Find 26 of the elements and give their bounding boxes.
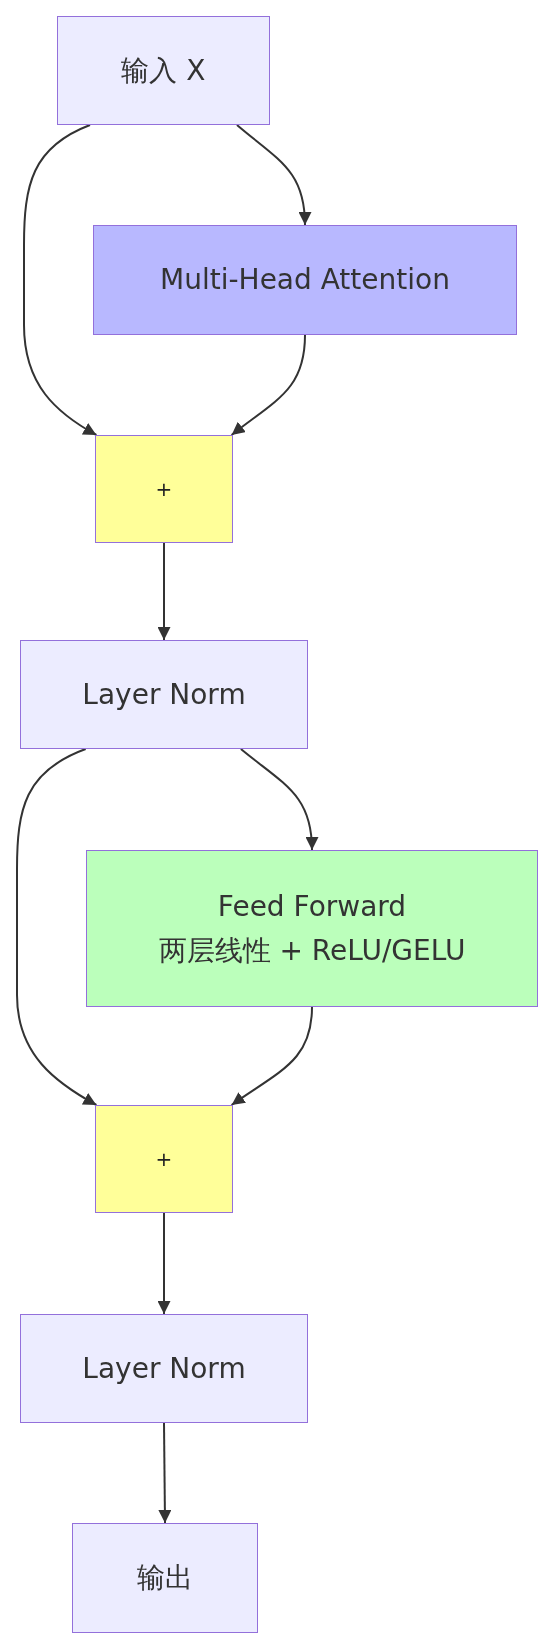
arrow xyxy=(230,334,306,436)
arrow xyxy=(23,124,98,436)
arrow xyxy=(157,1212,171,1315)
process-box xyxy=(57,16,270,125)
node-label: Feed Forward xyxy=(217,889,407,924)
process-box xyxy=(86,850,538,1007)
node-label: 两层线性 + ReLU/GELU xyxy=(158,933,466,968)
arrow xyxy=(16,748,98,1106)
arrow xyxy=(239,748,318,851)
add-box xyxy=(95,435,233,543)
node-label: + xyxy=(155,1147,173,1171)
node-label: Layer Norm xyxy=(82,677,246,712)
node-label: 输入 X xyxy=(121,53,206,88)
process-box xyxy=(20,640,308,749)
node-label: + xyxy=(155,477,173,501)
node-label: Multi-Head Attention xyxy=(160,263,450,297)
node-label: 输出 xyxy=(137,1561,193,1595)
process-box xyxy=(20,1314,308,1423)
arrow xyxy=(157,542,171,641)
arrow xyxy=(158,1422,172,1524)
add-box xyxy=(95,1105,233,1213)
arrow xyxy=(230,1006,313,1106)
arrow xyxy=(236,124,311,226)
process-box xyxy=(93,225,517,335)
process-box xyxy=(72,1523,258,1633)
node-label: Layer Norm xyxy=(82,1351,246,1386)
